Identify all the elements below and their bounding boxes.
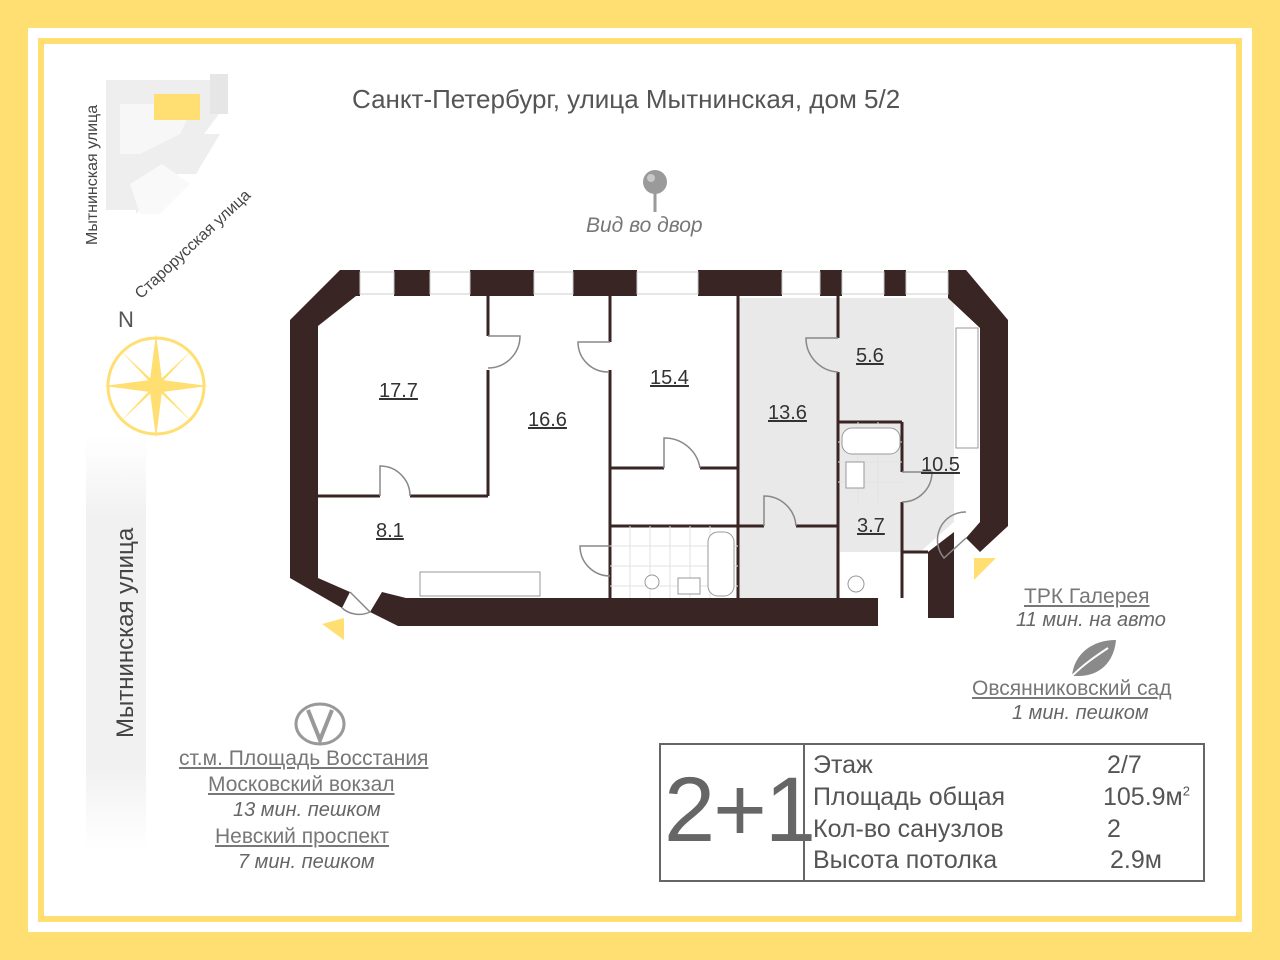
map-pin-icon: [643, 170, 667, 212]
height-value: 2.9м: [1110, 846, 1162, 874]
height-label: Высота потолка: [813, 846, 998, 874]
poi-garden-time: 1 мин. пешком: [1012, 702, 1149, 724]
floor-label: Этаж: [813, 751, 873, 779]
poi-mall-time: 11 мин. на авто: [1016, 609, 1166, 631]
area-label: Площадь общая: [813, 783, 1006, 811]
street-band: [86, 432, 146, 852]
north-label: N: [118, 307, 134, 332]
street-label-large: Мытнинская улица: [112, 527, 139, 738]
room-area-3: 15.4: [650, 367, 689, 389]
room-area-5: 5.6: [856, 345, 884, 367]
room-area-1: 17.7: [379, 380, 418, 402]
compass-rose-icon: [104, 334, 208, 438]
prospect-link[interactable]: Невский проспект: [215, 825, 390, 848]
bath-label: Кол-во санузлов: [813, 815, 1004, 843]
view-label: Вид во двор: [586, 214, 703, 237]
prospect-time: 7 мин. пешком: [238, 851, 375, 873]
floor-value: 2/7: [1107, 751, 1142, 779]
metro-station-link[interactable]: ст.м. Площадь Восстания: [179, 747, 429, 770]
room-area-2: 16.6: [528, 409, 567, 431]
rooms-code: 2+1: [664, 759, 816, 861]
poi-garden-link[interactable]: Овсянниковский сад: [972, 677, 1172, 700]
bath-value: 2: [1107, 815, 1121, 843]
room-area-6: 10.5: [921, 454, 960, 476]
inner-frame: [38, 38, 1242, 922]
room-area-7: 8.1: [376, 520, 404, 542]
leaf-icon: [1071, 640, 1116, 677]
info-divider: [803, 743, 805, 882]
info-box: [659, 743, 1205, 882]
area-unit-sup: 2: [1182, 783, 1190, 799]
poi-mall-link[interactable]: ТРК Галерея: [1024, 585, 1150, 608]
metro-time: 13 мин. пешком: [233, 799, 381, 821]
address-title: Санкт-Петербург, улица Мытнинская, дом 5…: [352, 84, 901, 114]
entrance-arrow-icon-2: [974, 558, 996, 580]
floor-plan: [290, 270, 1008, 626]
entrance-arrow-icon: [322, 618, 344, 640]
metro-station2-link[interactable]: Московский вокзал: [208, 773, 395, 796]
street-label-vertical: Мытнинская улица: [84, 104, 101, 245]
room-area-8: 3.7: [857, 515, 885, 537]
content-area: [44, 44, 1236, 916]
area-value: 105.9м: [1103, 783, 1183, 811]
location-minimap: [106, 74, 228, 214]
metro-icon: [294, 702, 346, 746]
room-area-4: 13.6: [768, 402, 807, 424]
area-value-wrap: 105.9м2: [1103, 783, 1190, 812]
